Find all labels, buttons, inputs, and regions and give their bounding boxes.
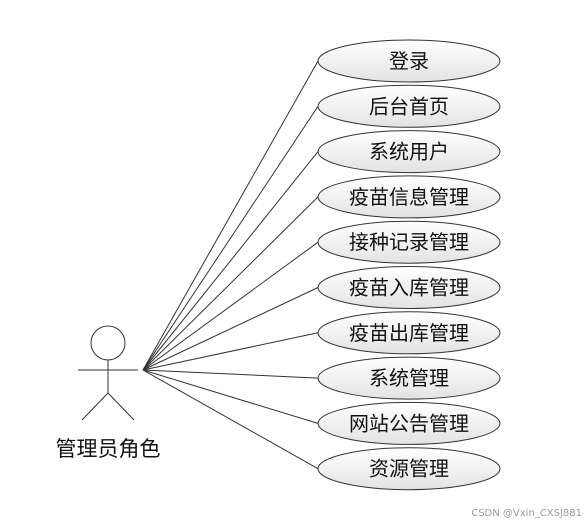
use-case-label: 后台首页: [369, 94, 449, 118]
actor-head: [90, 325, 126, 361]
association-lines: [142, 60, 319, 470]
use-case-label: 登录: [389, 49, 429, 73]
use-case: 登录: [317, 39, 501, 83]
use-case: 疫苗信息管理: [317, 175, 501, 219]
use-case: 网站公告管理: [317, 401, 501, 445]
use-case-ellipse: [317, 130, 501, 174]
use-case: 资源管理: [317, 447, 501, 491]
use-case-ellipse: [317, 84, 501, 128]
actor-right-leg: [107, 392, 135, 421]
actor-left-leg: [81, 392, 109, 421]
association-line: [142, 106, 319, 371]
association-line: [142, 332, 319, 371]
use-case-ellipse: [317, 311, 501, 355]
use-case-label: 疫苗出库管理: [349, 321, 469, 345]
use-case-label: 疫苗入库管理: [349, 276, 469, 300]
association-line: [142, 369, 319, 379]
use-case-label: 资源管理: [369, 457, 449, 481]
association-line: [142, 151, 319, 371]
use-case: 接种记录管理: [317, 220, 501, 264]
actor: 管理员角色: [56, 325, 161, 461]
use-case-label: 系统用户: [369, 140, 449, 164]
use-case-label: 系统管理: [369, 366, 449, 390]
association-line: [142, 369, 319, 470]
use-case-label: 网站公告管理: [349, 411, 469, 435]
use-cases: 登录后台首页系统用户疫苗信息管理接种记录管理疫苗入库管理疫苗出库管理系统管理网站…: [317, 39, 501, 491]
association-line: [142, 369, 319, 424]
use-case-label: 接种记录管理: [349, 230, 469, 254]
association-line: [142, 196, 319, 371]
use-case-ellipse: [317, 266, 501, 309]
use-case: 后台首页: [317, 84, 501, 128]
use-case-ellipse: [317, 39, 501, 83]
association-line: [142, 60, 319, 371]
watermark: CSDN @Vxin_CXSJ881: [471, 508, 582, 519]
actor-label: 管理员角色: [56, 437, 161, 461]
use-case-label: 疫苗信息管理: [349, 185, 469, 209]
use-case-ellipse: [317, 356, 501, 400]
association-line: [142, 287, 319, 371]
use-case-ellipse: [317, 401, 501, 445]
use-case: 疫苗出库管理: [317, 311, 501, 355]
use-case-ellipse: [317, 175, 501, 219]
use-case-ellipse: [317, 447, 501, 491]
association-line: [142, 241, 319, 371]
use-case: 疫苗入库管理: [317, 266, 501, 309]
use-case: 系统用户: [317, 130, 501, 174]
use-case: 系统管理: [317, 356, 501, 400]
use-case-ellipse: [317, 220, 501, 264]
